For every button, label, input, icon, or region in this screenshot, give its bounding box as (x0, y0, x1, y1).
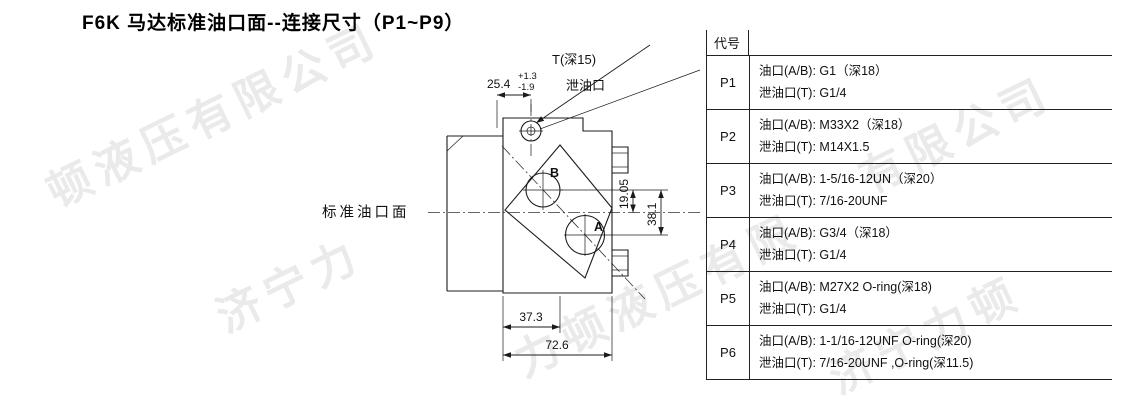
t-port-label: T(深15) (552, 52, 596, 67)
port-spec-line2: 泄油口(T): 7/16-20UNF (759, 193, 888, 208)
port-a-circle (564, 214, 606, 256)
t-port-leader (535, 44, 701, 130)
page-title: F6K 马达标准油口面--连接尺寸（P1~P9） (82, 13, 465, 34)
port-spec: 油口(A/B): M33X2（深18） 泄油口(T): M14X1.5 (750, 110, 1112, 163)
dim-vertical (561, 189, 668, 236)
port-spec-line1: 油口(A/B): M33X2（深18） (759, 118, 911, 133)
port-code: P1 (707, 56, 750, 109)
bolt-tab-bottom (612, 249, 629, 277)
port-code: P4 (707, 218, 750, 271)
dim-25-4-value: 25.4 (487, 77, 511, 91)
table-row: P3 油口(A/B): 1-5/16-12UN（深20） 泄油口(T): 7/1… (707, 164, 1112, 218)
motor-body-outline (446, 135, 503, 292)
port-spec-line2: 泄油口(T): G1/4 (759, 247, 847, 262)
dim-72-6-value: 72.6 (545, 338, 569, 352)
port-spec-line2: 泄油口(T): G1/4 (759, 85, 847, 100)
dim-25-4 (496, 92, 532, 128)
table-row: P6 油口(A/B): 1-1/16-12UNF O-ring(深20) 泄油口… (707, 326, 1112, 380)
port-spec-line1: 油口(A/B): 1-5/16-12UN（深20） (759, 172, 943, 187)
dim-38-1-value: 38.1 (645, 202, 659, 226)
port-b-label: B (550, 166, 559, 180)
port-code: P6 (707, 326, 750, 379)
dim-horizontal (502, 296, 613, 361)
table-row: P5 油口(A/B): M27X2 O-ring(深18) 泄油口(T): G1… (707, 272, 1112, 326)
dim-37-3-value: 37.3 (519, 310, 543, 324)
port-spec-line1: 油口(A/B): M27X2 O-ring(深18) (759, 280, 932, 295)
port-spec: 油口(A/B): G3/4（深18） 泄油口(T): G1/4 (750, 218, 1112, 271)
bolt-tab-top (612, 146, 629, 174)
port-spec: 油口(A/B): 1-1/16-12UNF O-ring(深20) 泄油口(T)… (750, 326, 1112, 379)
port-spec: 油口(A/B): G1（深18） 泄油口(T): G1/4 (750, 56, 1112, 109)
port-b-circle (523, 170, 563, 210)
tolerance-minus: -1.9 (518, 82, 534, 93)
port-code: P2 (707, 110, 750, 163)
port-spec-line1: 油口(A/B): 1-1/16-12UNF O-ring(深20) (759, 334, 972, 349)
table-header-code: 代号 (707, 30, 749, 55)
port-code: P3 (707, 164, 750, 217)
port-spec: 油口(A/B): M27X2 O-ring(深18) 泄油口(T): G1/4 (750, 272, 1112, 325)
table-header-row: 代号 (707, 30, 1112, 56)
port-spec-line2: 泄油口(T): G1/4 (759, 301, 847, 316)
dim-19-05-value: 19.05 (617, 179, 631, 209)
port-spec-line2: 泄油口(T): M14X1.5 (759, 139, 870, 154)
table-header-spacer (749, 30, 1112, 55)
center-lines (428, 104, 700, 300)
drain-port-t (519, 120, 543, 142)
table-row: P4 油口(A/B): G3/4（深18） 泄油口(T): G1/4 (707, 218, 1112, 272)
port-code: P5 (707, 272, 750, 325)
tolerance-plus: +1.3 (518, 71, 537, 82)
drain-port-label: 泄油口 (566, 78, 605, 93)
port-spec: 油口(A/B): 1-5/16-12UN（深20） 泄油口(T): 7/16-2… (750, 164, 1112, 217)
port-spec-line2: 泄油口(T): 7/16-20UNF ,O-ring(深11.5) (759, 355, 974, 370)
ports-table: 代号 P1 油口(A/B): G1（深18） 泄油口(T): G1/4 P2 油… (706, 30, 1112, 380)
port-spec-line1: 油口(A/B): G1（深18） (759, 64, 888, 79)
flange-outline (502, 117, 613, 294)
standard-port-face-label: 标准油口面 (322, 204, 410, 221)
table-row: P1 油口(A/B): G1（深18） 泄油口(T): G1/4 (707, 56, 1112, 110)
table-row: P2 油口(A/B): M33X2（深18） 泄油口(T): M14X1.5 (707, 110, 1112, 164)
port-spec-line1: 油口(A/B): G3/4（深18） (759, 226, 898, 241)
port-a-label: A (594, 220, 603, 234)
